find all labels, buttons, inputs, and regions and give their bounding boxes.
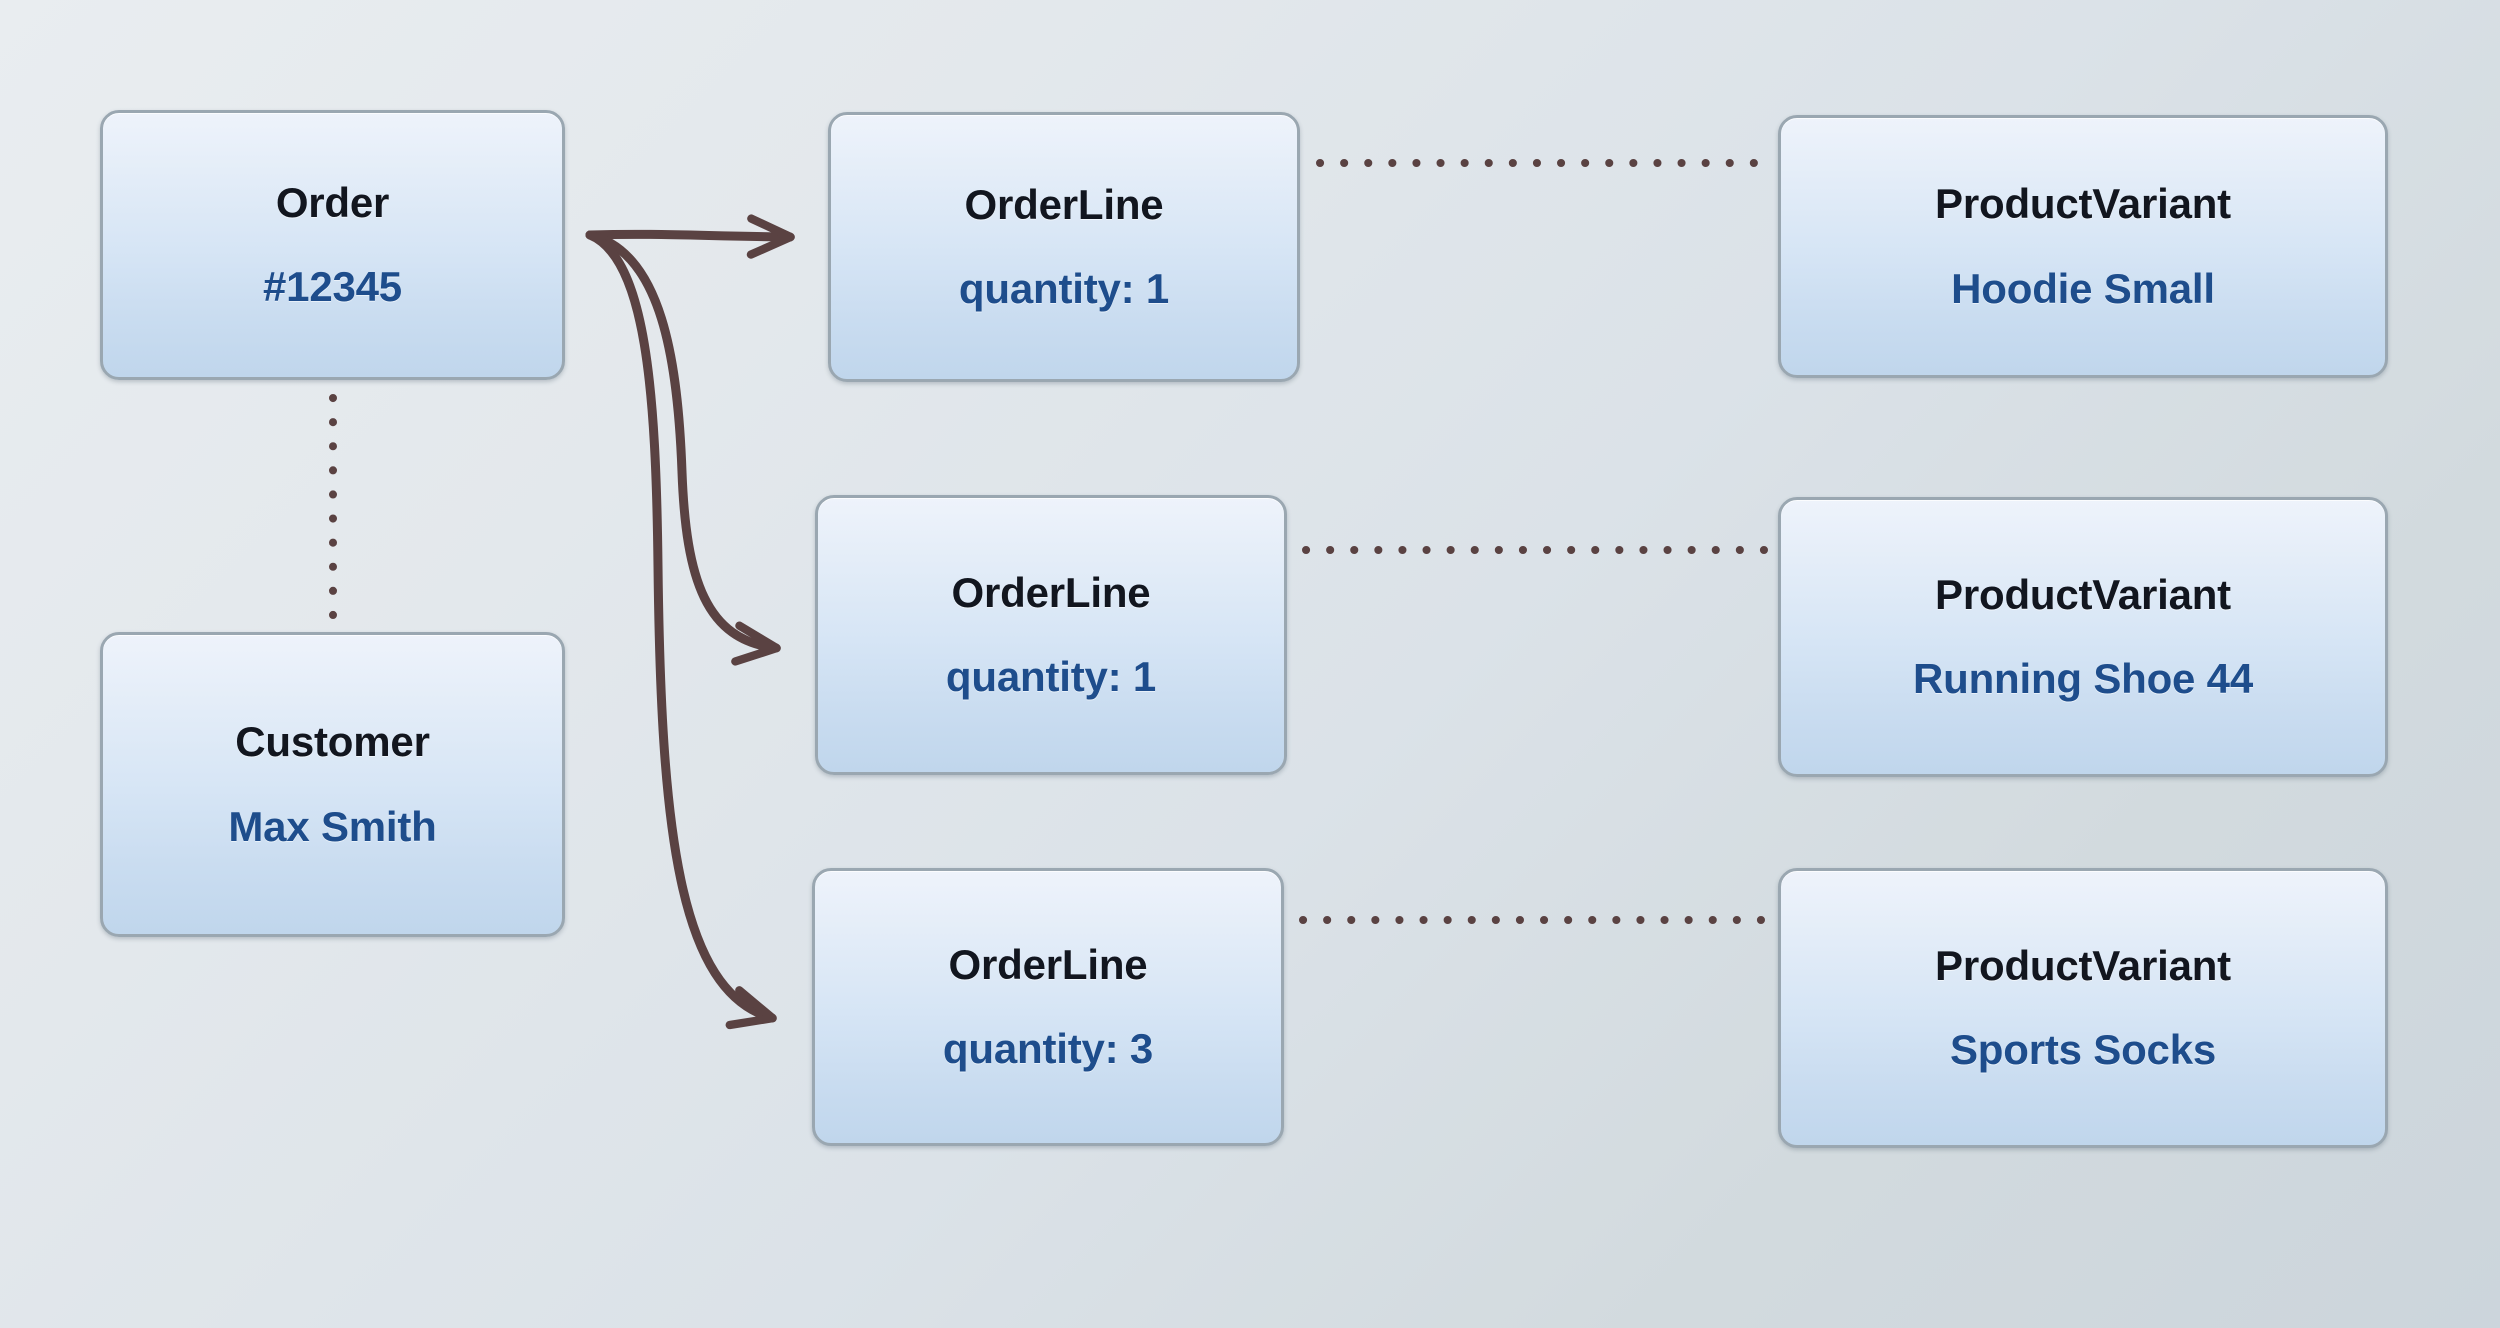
node-productvariant-3-subtitle: Sports Socks (1949, 1026, 2217, 1073)
edge-order-to-orderline-2 (585, 230, 781, 666)
node-productvariant-2-subtitle: Running Shoe 44 (1912, 655, 2253, 702)
node-orderline-3-title: OrderLine (948, 940, 1148, 988)
node-orderline-1-title: OrderLine (964, 180, 1164, 228)
node-orderline-3-subtitle: quantity: 3 (942, 1025, 1154, 1072)
node-orderline-3[interactable]: OrderLine quantity: 3 (812, 868, 1284, 1146)
node-order-title: Order (275, 178, 390, 226)
node-order[interactable]: Order #12345 (100, 110, 565, 380)
node-orderline-2[interactable]: OrderLine quantity: 1 (815, 495, 1287, 775)
node-productvariant-3[interactable]: ProductVariant Sports Socks (1778, 868, 2388, 1148)
node-customer-subtitle: Max Smith (228, 802, 437, 850)
node-orderline-2-title: OrderLine (951, 568, 1151, 616)
node-productvariant-2[interactable]: ProductVariant Running Shoe 44 (1778, 497, 2388, 777)
node-productvariant-2-title: ProductVariant (1935, 570, 2231, 618)
node-customer[interactable]: Customer Max Smith (100, 632, 565, 937)
node-productvariant-1-subtitle: Hoodie Small (1951, 264, 2215, 312)
node-productvariant-1-title: ProductVariant (1935, 180, 2231, 228)
node-productvariant-1[interactable]: ProductVariant Hoodie Small (1778, 115, 2388, 378)
node-productvariant-3-title: ProductVariant (1935, 941, 2231, 989)
node-orderline-1-subtitle: quantity: 1 (958, 265, 1170, 312)
edge-order-to-orderline-3 (585, 230, 777, 1030)
node-orderline-2-subtitle: quantity: 1 (945, 653, 1157, 700)
edge-order-to-orderline-1 (585, 214, 795, 259)
node-orderline-1[interactable]: OrderLine quantity: 1 (828, 112, 1300, 382)
node-customer-title: Customer (235, 718, 430, 766)
node-order-subtitle: #12345 (263, 263, 402, 310)
